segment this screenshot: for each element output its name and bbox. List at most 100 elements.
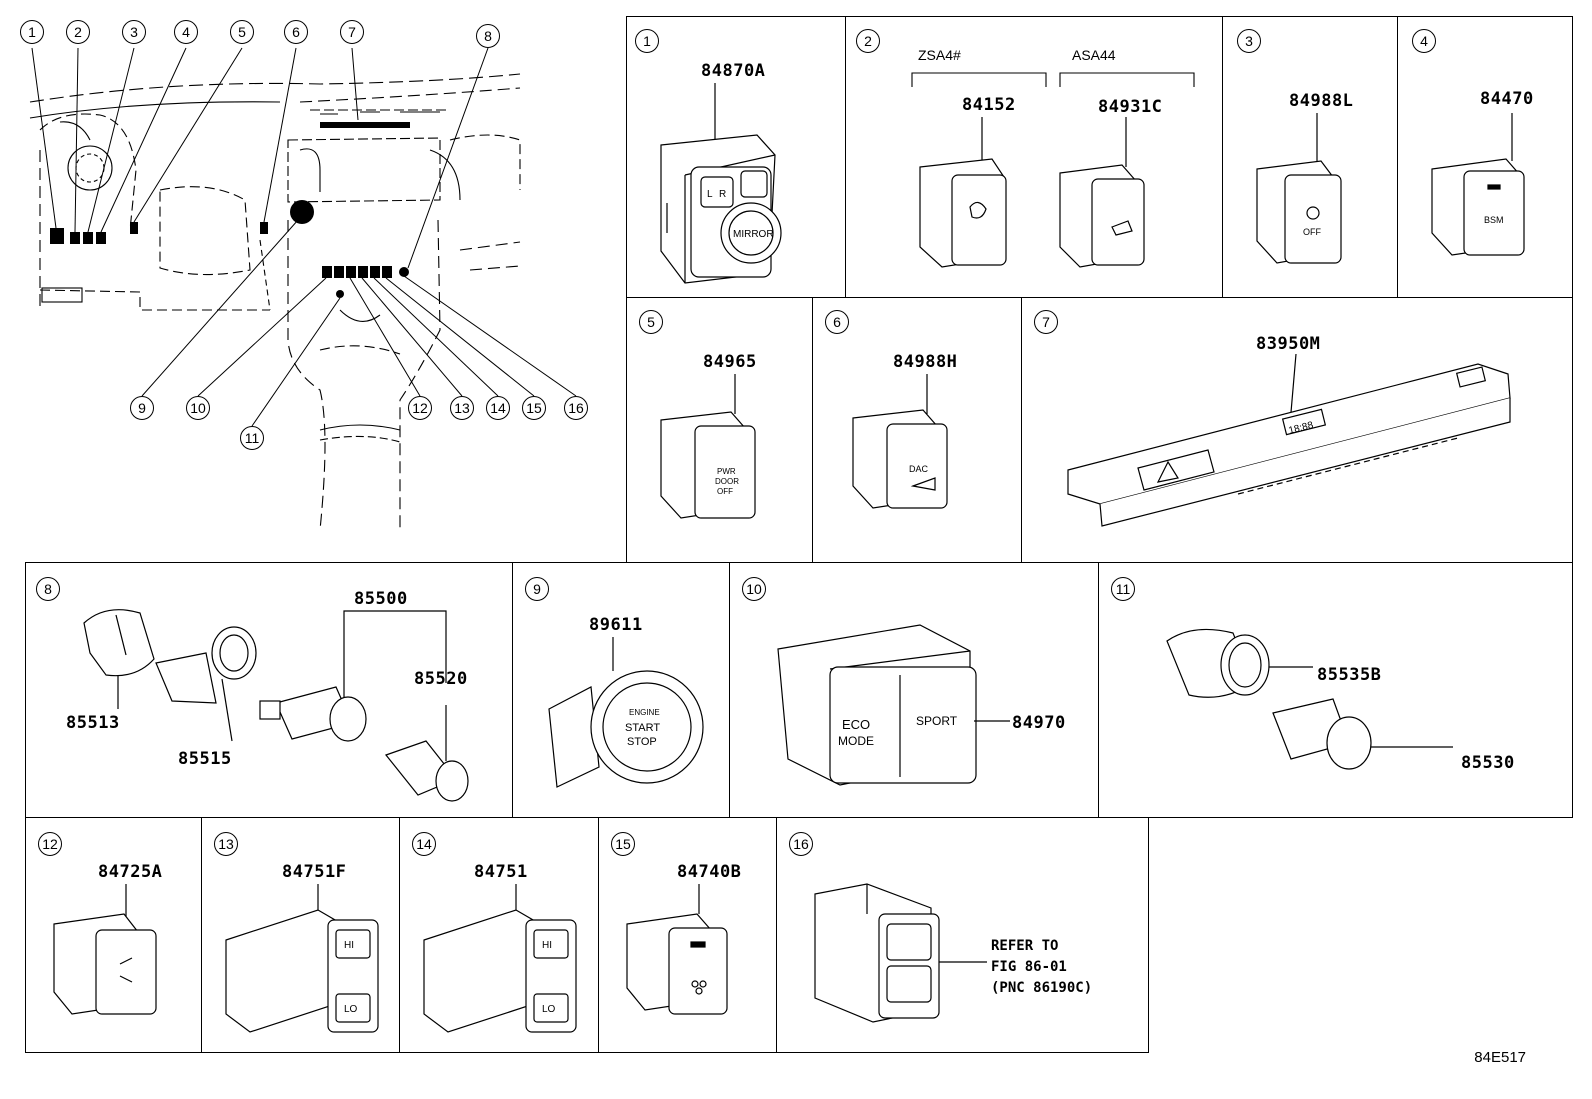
mirror-l-label: L bbox=[707, 189, 713, 200]
part-number-84988L: 84988L bbox=[1289, 91, 1354, 111]
pwr-door-label-2: DOOR bbox=[715, 477, 739, 486]
start-label: START bbox=[625, 722, 660, 734]
cell-number: 4 bbox=[1412, 29, 1436, 53]
variant-note-asa44: ASA44 bbox=[1072, 47, 1116, 63]
cell-number: 5 bbox=[639, 310, 663, 334]
seat-heater-switch-illustration-2: HI LO bbox=[423, 884, 577, 1033]
switch-84988L-illustration: OFF bbox=[1256, 113, 1342, 264]
cell-9-engine-start-switch: 9 89611 ENGINE START STOP bbox=[512, 562, 730, 818]
cell-number: 3 bbox=[1237, 29, 1261, 53]
overview-callout-12: 12 bbox=[408, 396, 432, 420]
part-number-84751F: 84751F bbox=[282, 862, 347, 882]
cell-number: 12 bbox=[38, 832, 62, 856]
switch-84988H-illustration: DAC bbox=[852, 374, 948, 509]
pwr-door-label-1: PWR bbox=[717, 467, 736, 476]
cell-number: 13 bbox=[214, 832, 238, 856]
cell-number: 9 bbox=[525, 577, 549, 601]
part-number-84470: 84470 bbox=[1480, 89, 1534, 109]
cell-number: 11 bbox=[1111, 577, 1135, 601]
mirror-switch-illustration: L R MIRROR bbox=[660, 83, 782, 284]
mirror-r-label: R bbox=[719, 189, 726, 200]
off-label: OFF bbox=[1303, 227, 1321, 237]
cell-number: 1 bbox=[635, 29, 659, 53]
cell-15-switch: 15 84740B bbox=[598, 817, 777, 1053]
part-number-83950M: 83950M bbox=[1256, 334, 1321, 354]
part-number-84740B: 84740B bbox=[677, 862, 742, 882]
overview-callout-15: 15 bbox=[522, 396, 546, 420]
overview-callout-5: 5 bbox=[230, 20, 254, 44]
switch-16-illustration bbox=[814, 883, 987, 1023]
cell-10-drive-mode-switch: 10 84970 ECO MODE SPORT bbox=[729, 562, 1099, 818]
cell-8-power-outlet: 8 85500 85520 85513 85515 bbox=[25, 562, 513, 818]
cell-number: 7 bbox=[1034, 310, 1058, 334]
cell-number: 8 bbox=[36, 577, 60, 601]
overview-callout-6: 6 bbox=[284, 20, 308, 44]
part-number-84152: 84152 bbox=[962, 95, 1016, 115]
overview-callout-8: 8 bbox=[476, 24, 500, 48]
stop-label: STOP bbox=[627, 736, 657, 748]
cell-1-mirror-switch: 1 84870A L R MIRROR bbox=[626, 16, 846, 298]
cell-number: 10 bbox=[742, 577, 766, 601]
part-number-85535B: 85535B bbox=[1317, 665, 1382, 685]
hi-label: HI bbox=[344, 940, 354, 951]
part-number-84970: 84970 bbox=[1012, 713, 1066, 733]
cell-4-switch: 4 84470 BSM bbox=[1397, 16, 1573, 298]
bsm-label: BSM bbox=[1484, 215, 1504, 225]
accessory-socket-illustration bbox=[1166, 628, 1453, 770]
pwr-door-label-3: OFF bbox=[717, 487, 733, 496]
cell-number: 16 bbox=[789, 832, 813, 856]
cell-3-switch: 3 84988L OFF bbox=[1222, 16, 1398, 298]
overview-callout-3: 3 bbox=[122, 20, 146, 44]
part-number-89611: 89611 bbox=[589, 615, 643, 635]
eco-label-1: ECO bbox=[842, 717, 870, 732]
cell-number: 15 bbox=[611, 832, 635, 856]
switch-84470-illustration: BSM bbox=[1431, 113, 1525, 256]
variant-brackets bbox=[911, 72, 1195, 87]
part-number-85530: 85530 bbox=[1461, 753, 1515, 773]
eco-sport-switch-illustration: ECO MODE SPORT bbox=[777, 624, 1010, 786]
engine-label: ENGINE bbox=[629, 708, 660, 717]
overview-callout-13: 13 bbox=[450, 396, 474, 420]
dac-label: DAC bbox=[909, 464, 929, 474]
part-number-85515: 85515 bbox=[178, 749, 232, 769]
overview-callout-2: 2 bbox=[66, 20, 90, 44]
overview-callout-9: 9 bbox=[130, 396, 154, 420]
cell-7-hazard-switch-panel: 7 83950M 18:88 bbox=[1021, 297, 1573, 563]
switch-84740B-illustration bbox=[626, 884, 728, 1015]
cell-number: 14 bbox=[412, 832, 436, 856]
part-number-84751: 84751 bbox=[474, 862, 528, 882]
variant-note-zsa4: ZSA4# bbox=[918, 47, 961, 63]
reference-note: REFER TO FIG 86-01 (PNC 86190C) bbox=[991, 938, 1093, 996]
power-outlet-illustration bbox=[83, 609, 469, 802]
lo-label: LO bbox=[344, 1004, 358, 1015]
part-number-85513: 85513 bbox=[66, 713, 120, 733]
figure-id: 84E517 bbox=[1474, 1049, 1526, 1066]
part-number-85520: 85520 bbox=[414, 669, 468, 689]
cell-16-reference: 16 REFER TO FIG 86-01 (PNC 86190C) bbox=[776, 817, 1149, 1053]
overview-callout-7: 7 bbox=[340, 20, 364, 44]
dashboard-overview-illustration bbox=[29, 47, 577, 531]
overview-callout-11: 11 bbox=[240, 426, 264, 450]
part-number-84931C: 84931C bbox=[1098, 97, 1163, 117]
cell-14-seat-heater-switch: 14 84751 HI LO bbox=[399, 817, 599, 1053]
part-number-84965: 84965 bbox=[703, 352, 757, 372]
engine-start-button-illustration: ENGINE START STOP bbox=[548, 637, 704, 788]
cell-6-switch: 6 84988H DAC bbox=[812, 297, 1022, 563]
eco-label-2: MODE bbox=[838, 734, 874, 748]
part-number-85500: 85500 bbox=[354, 589, 408, 609]
part-number-84870A: 84870A bbox=[701, 61, 766, 81]
cell-11-accessory-socket: 11 85535B 85530 bbox=[1098, 562, 1573, 818]
overview-callout-4: 4 bbox=[174, 20, 198, 44]
part-number-84725A: 84725A bbox=[98, 862, 163, 882]
seat-heater-switch-illustration: HI LO bbox=[225, 884, 379, 1033]
overview-callout-14: 14 bbox=[486, 396, 510, 420]
hi-label-2: HI bbox=[542, 940, 552, 951]
cell-13-seat-heater-switch: 13 84751F HI LO bbox=[201, 817, 400, 1053]
cell-number: 6 bbox=[825, 310, 849, 334]
switch-84931C-illustration bbox=[1059, 117, 1145, 268]
mirror-label: MIRROR bbox=[733, 229, 774, 240]
cell-number: 2 bbox=[856, 29, 880, 53]
sport-label: SPORT bbox=[916, 714, 958, 728]
cell-2-switches: 2 ZSA4# ASA44 84152 84931C bbox=[845, 16, 1223, 298]
